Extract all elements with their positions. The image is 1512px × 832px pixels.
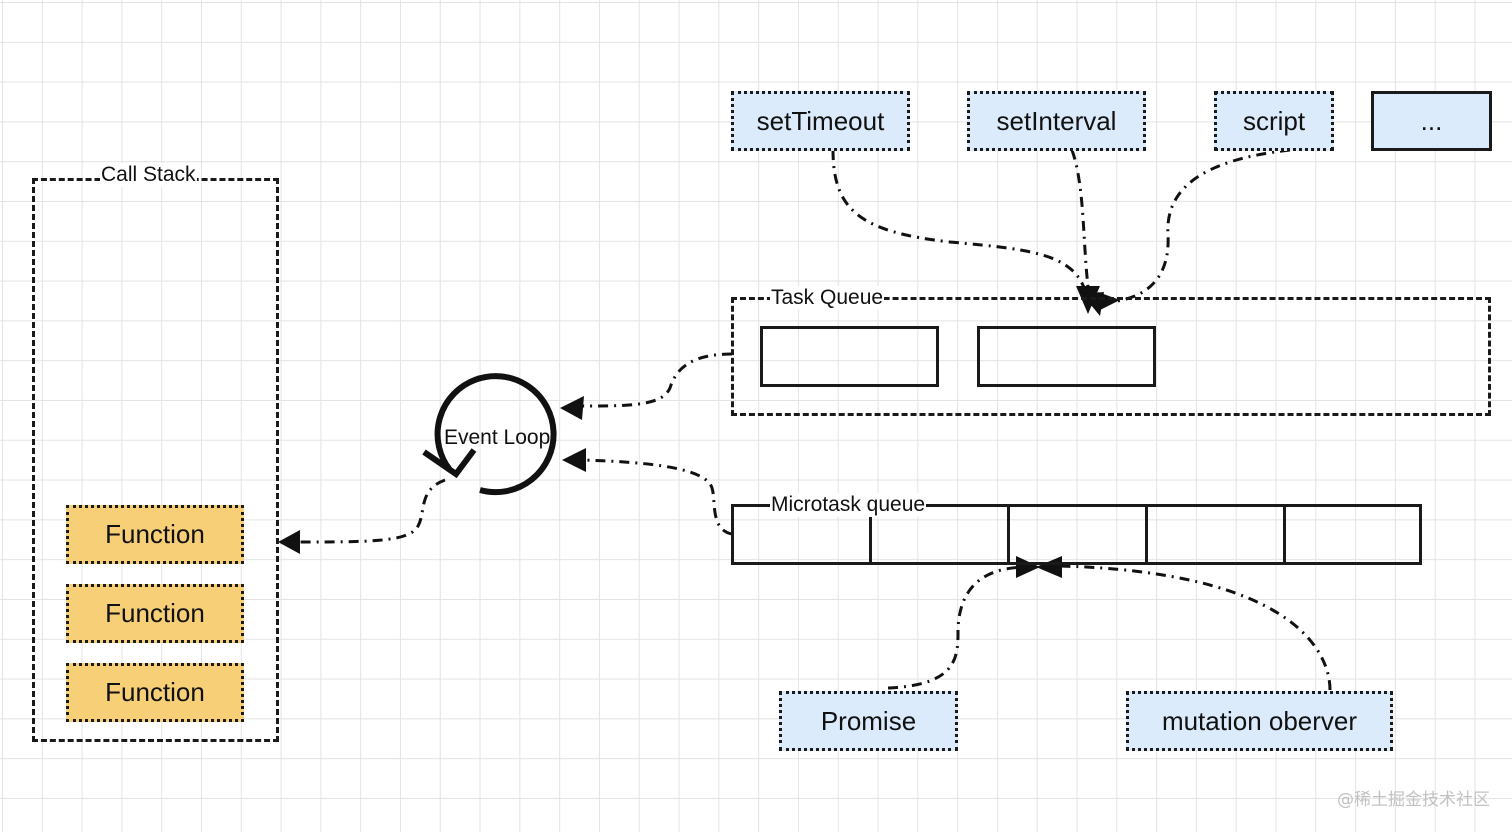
call-stack-label: Call Stack: [100, 163, 197, 187]
arrow-microtask-queue-to-event-loop: [581, 458, 733, 536]
arrow-event-loop-to-call-stack: [297, 478, 446, 544]
arrow-task-queue-to-event-loop: [581, 352, 733, 408]
microtask-cell-5: [1283, 507, 1286, 562]
arrowhead-task-queue-entry-3: [1098, 292, 1120, 310]
microtask-cell-3: [1007, 507, 1010, 562]
source-setinterval[interactable]: setInterval: [967, 91, 1146, 151]
arrow-script-to-task-queue: [1109, 148, 1291, 304]
arrow-mutation-observer-to-microtask-queue: [1059, 564, 1332, 691]
function-frame-2[interactable]: Function: [66, 584, 244, 643]
arrowhead-microtask-right: [1036, 556, 1062, 578]
source-more[interactable]: ...: [1371, 91, 1492, 151]
source-mutation-observer[interactable]: mutation oberver: [1126, 691, 1393, 751]
function-frame-1[interactable]: Function: [66, 505, 244, 564]
microtask-queue-container: [731, 504, 1422, 565]
event-loop-cycle-icon: [422, 373, 557, 496]
microtask-cell-4: [1145, 507, 1148, 562]
source-promise[interactable]: Promise: [779, 691, 958, 751]
microtask-queue-label: Microtask queue: [770, 493, 927, 517]
arrowhead-microtask-left: [1016, 556, 1040, 578]
arrowhead-call-stack: [278, 530, 300, 554]
watermark: @稀土掘金技术社区: [1337, 790, 1490, 810]
arrow-promise-to-microtask-queue: [887, 565, 1026, 690]
source-settimeout[interactable]: setTimeout: [731, 91, 910, 151]
task-queue-slot-1: [760, 326, 939, 387]
task-queue-slot-2: [977, 326, 1156, 387]
task-queue-container: [731, 297, 1491, 416]
arrow-settimeout-to-task-queue: [831, 149, 1090, 303]
source-script[interactable]: script: [1214, 91, 1334, 151]
arrow-setinterval-to-task-queue: [1070, 149, 1092, 303]
call-stack-container: [32, 178, 279, 742]
arrowhead-event-loop-top: [560, 396, 584, 420]
task-queue-label: Task Queue: [770, 286, 885, 310]
function-frame-3[interactable]: Function: [66, 663, 244, 722]
event-loop-label: Event Loop: [444, 426, 551, 449]
arrowhead-event-loop-right: [562, 448, 586, 472]
microtask-cell-2: [869, 507, 872, 562]
